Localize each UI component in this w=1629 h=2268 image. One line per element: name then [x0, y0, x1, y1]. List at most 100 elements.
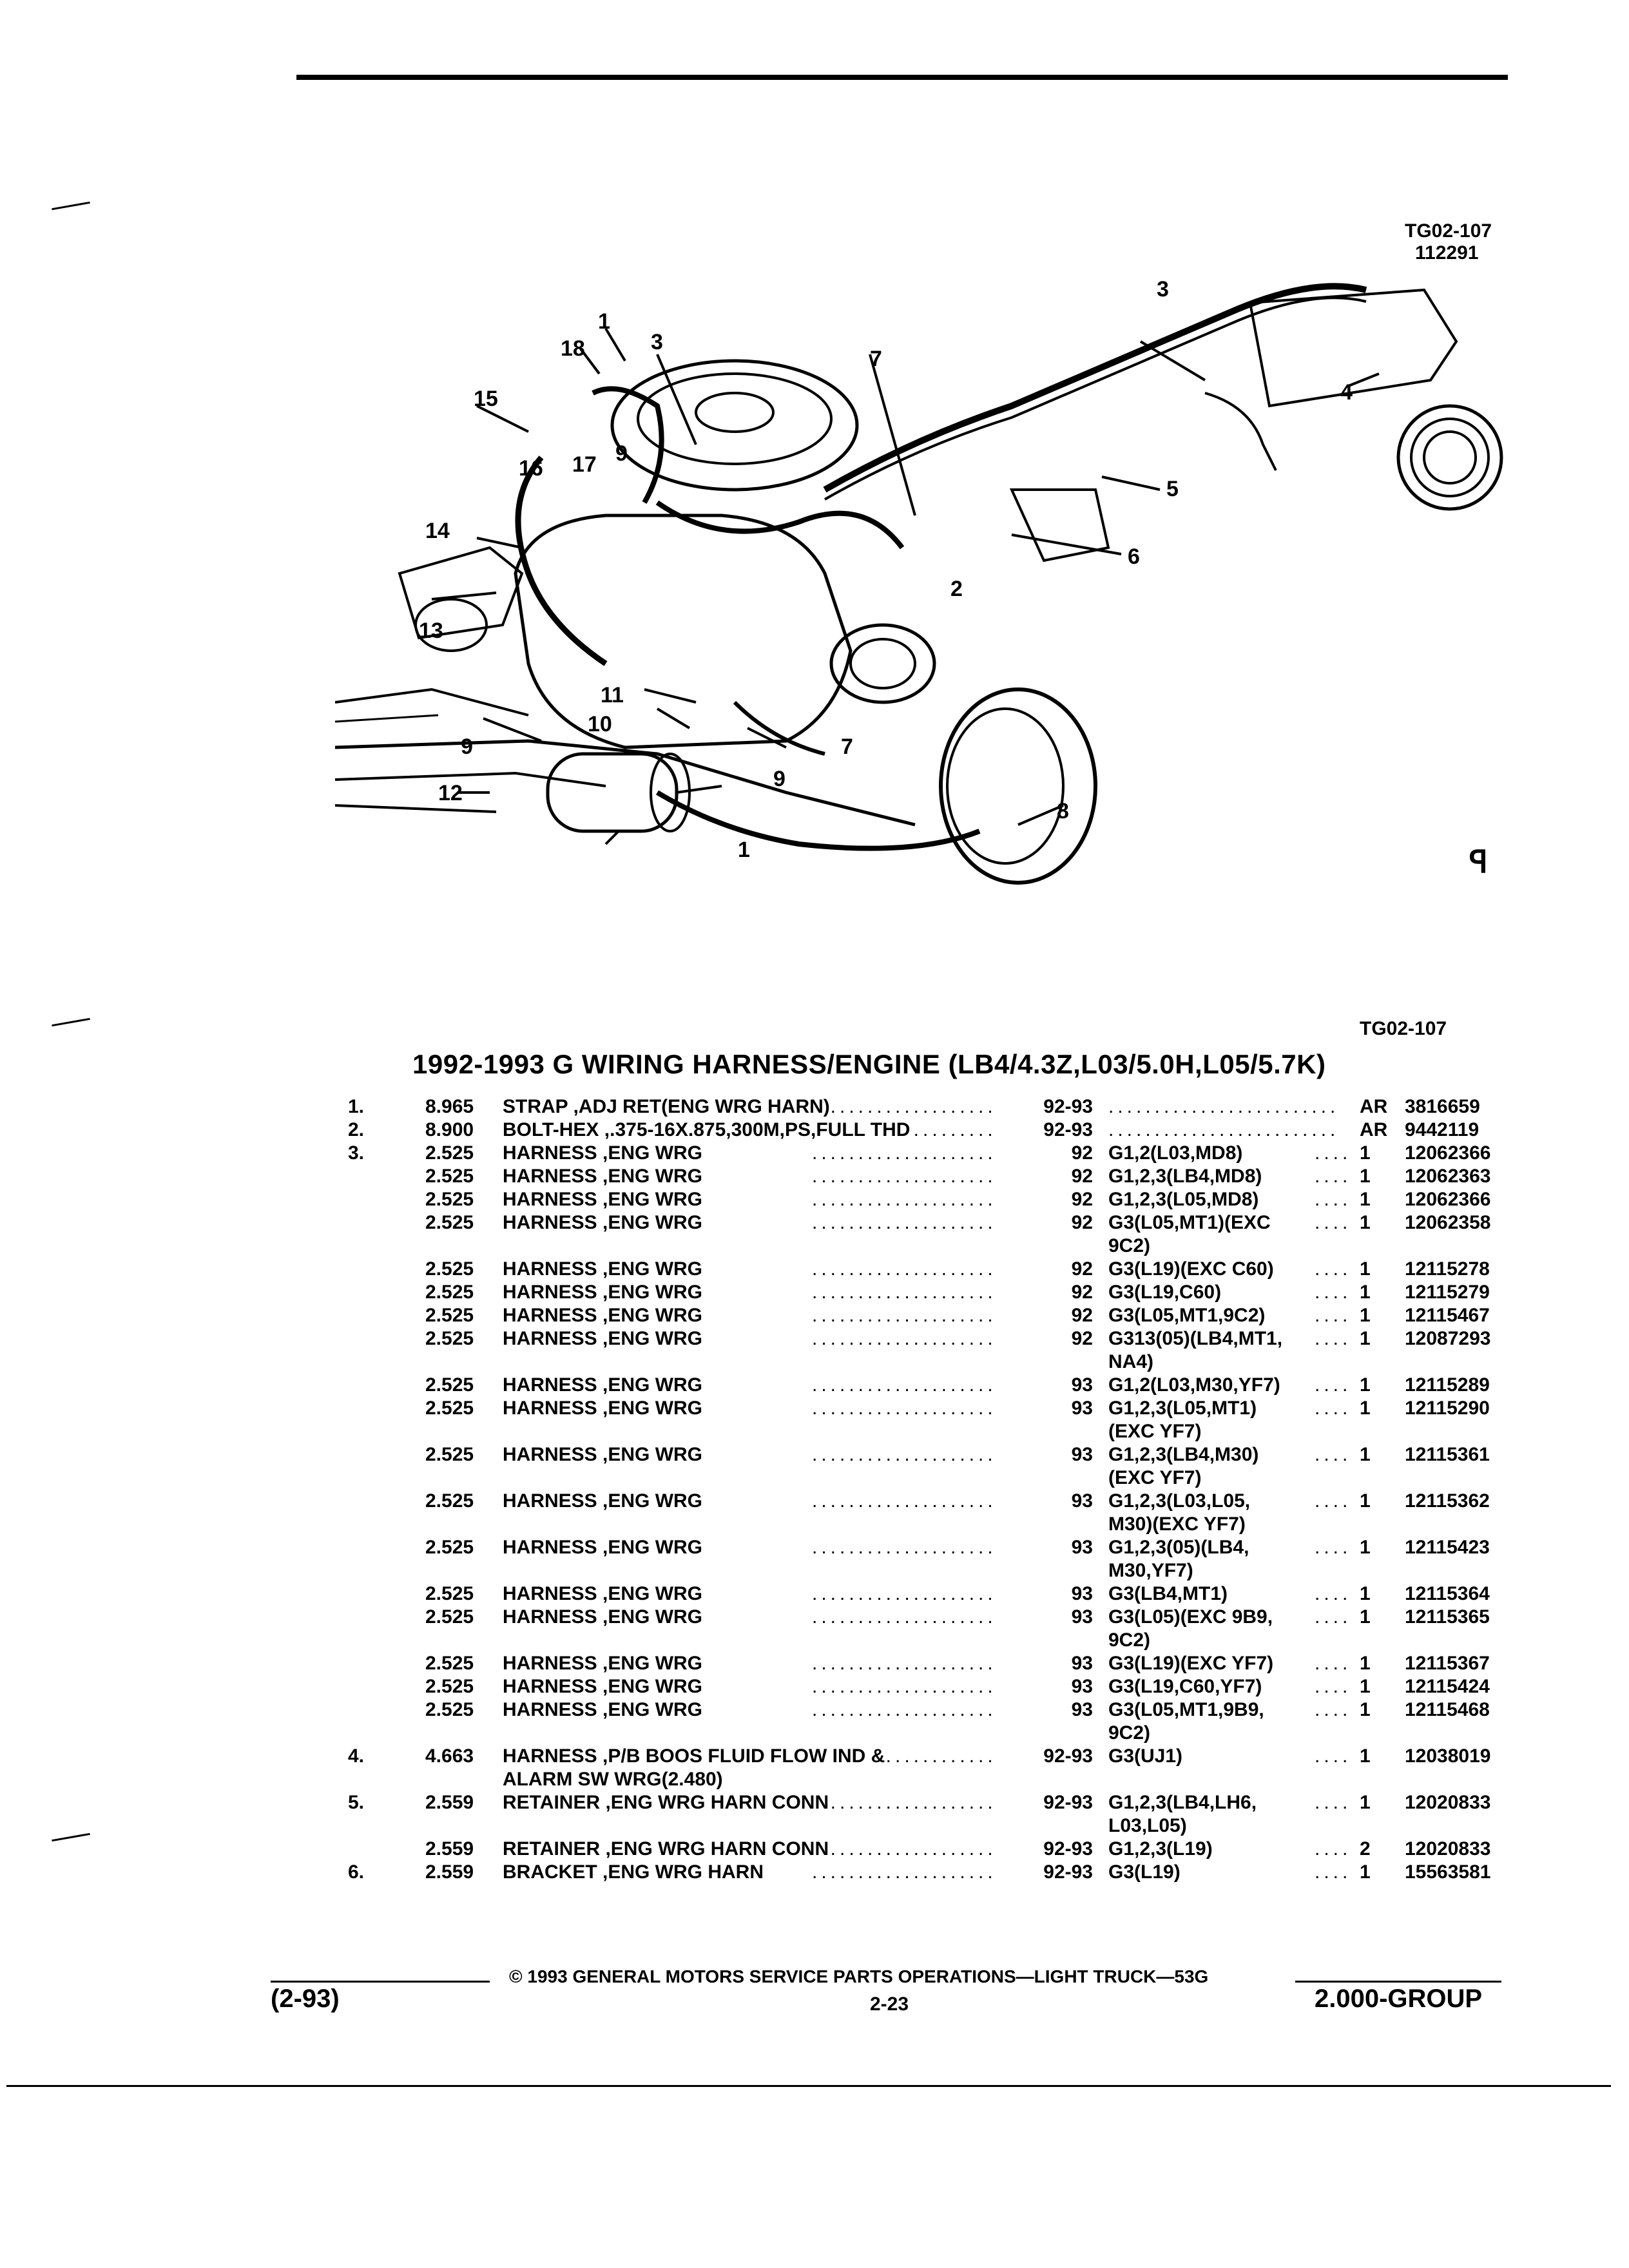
leader-dots: .......... — [1315, 1583, 1353, 1604]
part-number: 12115290 — [1405, 1397, 1490, 1420]
part-description: HARNESS ,ENG WRG — [503, 1582, 703, 1606]
part-usage-cont: 9C2) — [1108, 1629, 1151, 1651]
part-years: 93 — [992, 1698, 1093, 1722]
part-quantity: 1 — [1360, 1304, 1371, 1327]
callout-1: 1 — [738, 838, 750, 862]
part-usage: G1,2(L03,M30,YF7) — [1108, 1374, 1280, 1397]
part-usage: G1,2,3(LB4,LH6, — [1108, 1791, 1257, 1814]
part-number: 12115367 — [1405, 1652, 1490, 1675]
part-usage: G3(L19)(EXC YF7) — [1108, 1652, 1274, 1675]
part-section: 2.525 — [425, 1374, 474, 1397]
part-years: 92-93 — [992, 1095, 1093, 1119]
part-row: ........................................… — [348, 1142, 1508, 1165]
part-section: 2.525 — [425, 1397, 474, 1420]
part-number: 12115468 — [1405, 1698, 1490, 1722]
part-years: 93 — [992, 1536, 1093, 1559]
part-section: 4.663 — [425, 1745, 474, 1768]
leader-dots: .......... — [1315, 1166, 1353, 1187]
leader-dots: .......... — [1315, 1258, 1353, 1280]
part-usage: G1,2,3(L05,MT1) — [1108, 1397, 1257, 1420]
margin-mark — [52, 1832, 90, 1842]
part-quantity: 1 — [1360, 1374, 1371, 1397]
callout-13: 13 — [419, 619, 443, 643]
part-years: 93 — [992, 1675, 1093, 1698]
part-description: HARNESS ,ENG WRG — [503, 1165, 703, 1188]
part-section: 2.525 — [425, 1188, 474, 1211]
callout-labels: 1 18 3 7 15 16 17 9 14 13 2 5 6 11 10 9 … — [419, 277, 1353, 862]
footer-date-code: (2-93) — [271, 1984, 340, 2013]
callout-18: 18 — [561, 336, 585, 361]
callout-3: 3 — [651, 330, 663, 354]
part-row: ........................................… — [348, 1582, 1508, 1606]
part-number: 12115364 — [1405, 1582, 1490, 1606]
part-quantity: 1 — [1360, 1443, 1371, 1466]
leader-dots: .......... — [1315, 1398, 1353, 1419]
callout-8: 8 — [1057, 799, 1069, 823]
part-description: STRAP ,ADJ RET(ENG WRG HARN) — [503, 1095, 830, 1119]
part-item-number: 1. — [348, 1095, 365, 1119]
part-usage-cont: L03,L05) — [1108, 1815, 1187, 1836]
part-years: 93 — [992, 1652, 1093, 1675]
callout-4: 4 — [1340, 380, 1353, 405]
part-item-number: 2. — [348, 1119, 365, 1142]
part-section: 2.559 — [425, 1791, 474, 1814]
part-section: 2.525 — [425, 1327, 474, 1350]
part-number: 3816659 — [1405, 1095, 1480, 1119]
part-row: ........................................… — [348, 1675, 1508, 1698]
part-description: HARNESS ,P/B BOOS FLUID FLOW IND & — [503, 1745, 885, 1768]
part-quantity: 1 — [1360, 1211, 1371, 1235]
part-number: 15563581 — [1405, 1861, 1491, 1884]
part-row: ........................................… — [348, 1165, 1508, 1188]
part-number: 12115467 — [1405, 1304, 1490, 1327]
part-quantity: 2 — [1360, 1838, 1371, 1861]
part-description: HARNESS ,ENG WRG — [503, 1258, 703, 1281]
footer-page-number: 2-23 — [870, 1994, 909, 2015]
part-number: 12115278 — [1405, 1258, 1490, 1281]
part-number: 12020833 — [1405, 1791, 1491, 1814]
part-row: ........................................… — [348, 1443, 1508, 1490]
part-row: ........................................… — [348, 1838, 1508, 1861]
callout-17: 17 — [572, 452, 597, 477]
callout-7: 7 — [870, 347, 882, 371]
part-quantity: 1 — [1360, 1188, 1371, 1211]
part-row: ........................................… — [348, 1211, 1508, 1258]
callout-15: 15 — [474, 387, 498, 411]
part-item-number: 5. — [348, 1791, 365, 1814]
leader-dots: .......... — [1315, 1142, 1353, 1164]
part-years: 92-93 — [992, 1838, 1093, 1861]
part-section: 2.525 — [425, 1258, 474, 1281]
part-quantity: 1 — [1360, 1281, 1371, 1304]
part-usage-cont: M30,YF7) — [1108, 1560, 1193, 1581]
leader-dots: .......... — [1315, 1328, 1353, 1349]
part-number: 12115424 — [1405, 1675, 1490, 1698]
part-quantity: 1 — [1360, 1861, 1371, 1884]
part-usage: G1,2,3(LB4,M30) — [1108, 1443, 1259, 1466]
part-quantity: 1 — [1360, 1536, 1371, 1559]
leader-dots: .......... — [1315, 1792, 1353, 1813]
part-quantity: 1 — [1360, 1745, 1371, 1768]
part-usage: G1,2,3(L03,L05, — [1108, 1490, 1251, 1513]
engine-illustration: 1 18 3 7 15 16 17 9 14 13 2 5 6 11 10 9 … — [334, 277, 1503, 885]
callout-12: 12 — [438, 781, 463, 805]
leader-dots: ........................................… — [1108, 1119, 1340, 1140]
part-section: 2.525 — [425, 1582, 474, 1606]
callout-3: 3 — [1157, 277, 1169, 302]
part-usage: G3(L05,MT1,9C2) — [1108, 1304, 1266, 1327]
part-number: 12115362 — [1405, 1490, 1490, 1513]
callout-1: 1 — [598, 309, 610, 334]
part-years: 93 — [992, 1374, 1093, 1397]
part-item-number: 4. — [348, 1745, 365, 1768]
part-section: 2.525 — [425, 1142, 474, 1165]
part-years: 92 — [992, 1281, 1093, 1304]
part-usage: G1,2,3(05)(LB4, — [1108, 1536, 1249, 1559]
leader-dots: .......... — [1315, 1537, 1353, 1558]
callout-11: 11 — [601, 683, 624, 707]
engine-wiring-diagram: 1 18 3 7 15 16 17 9 14 13 2 5 6 11 10 9 … — [334, 213, 1559, 921]
part-description: HARNESS ,ENG WRG — [503, 1397, 703, 1420]
part-usage: G3(L19) — [1108, 1861, 1181, 1884]
part-description: HARNESS ,ENG WRG — [503, 1188, 703, 1211]
part-usage-cont: 9C2) — [1108, 1722, 1151, 1744]
part-row: ........................................… — [348, 1374, 1508, 1397]
part-usage: G1,2,3(LB4,MD8) — [1108, 1165, 1262, 1188]
leader-dots: .......... — [1315, 1606, 1353, 1628]
